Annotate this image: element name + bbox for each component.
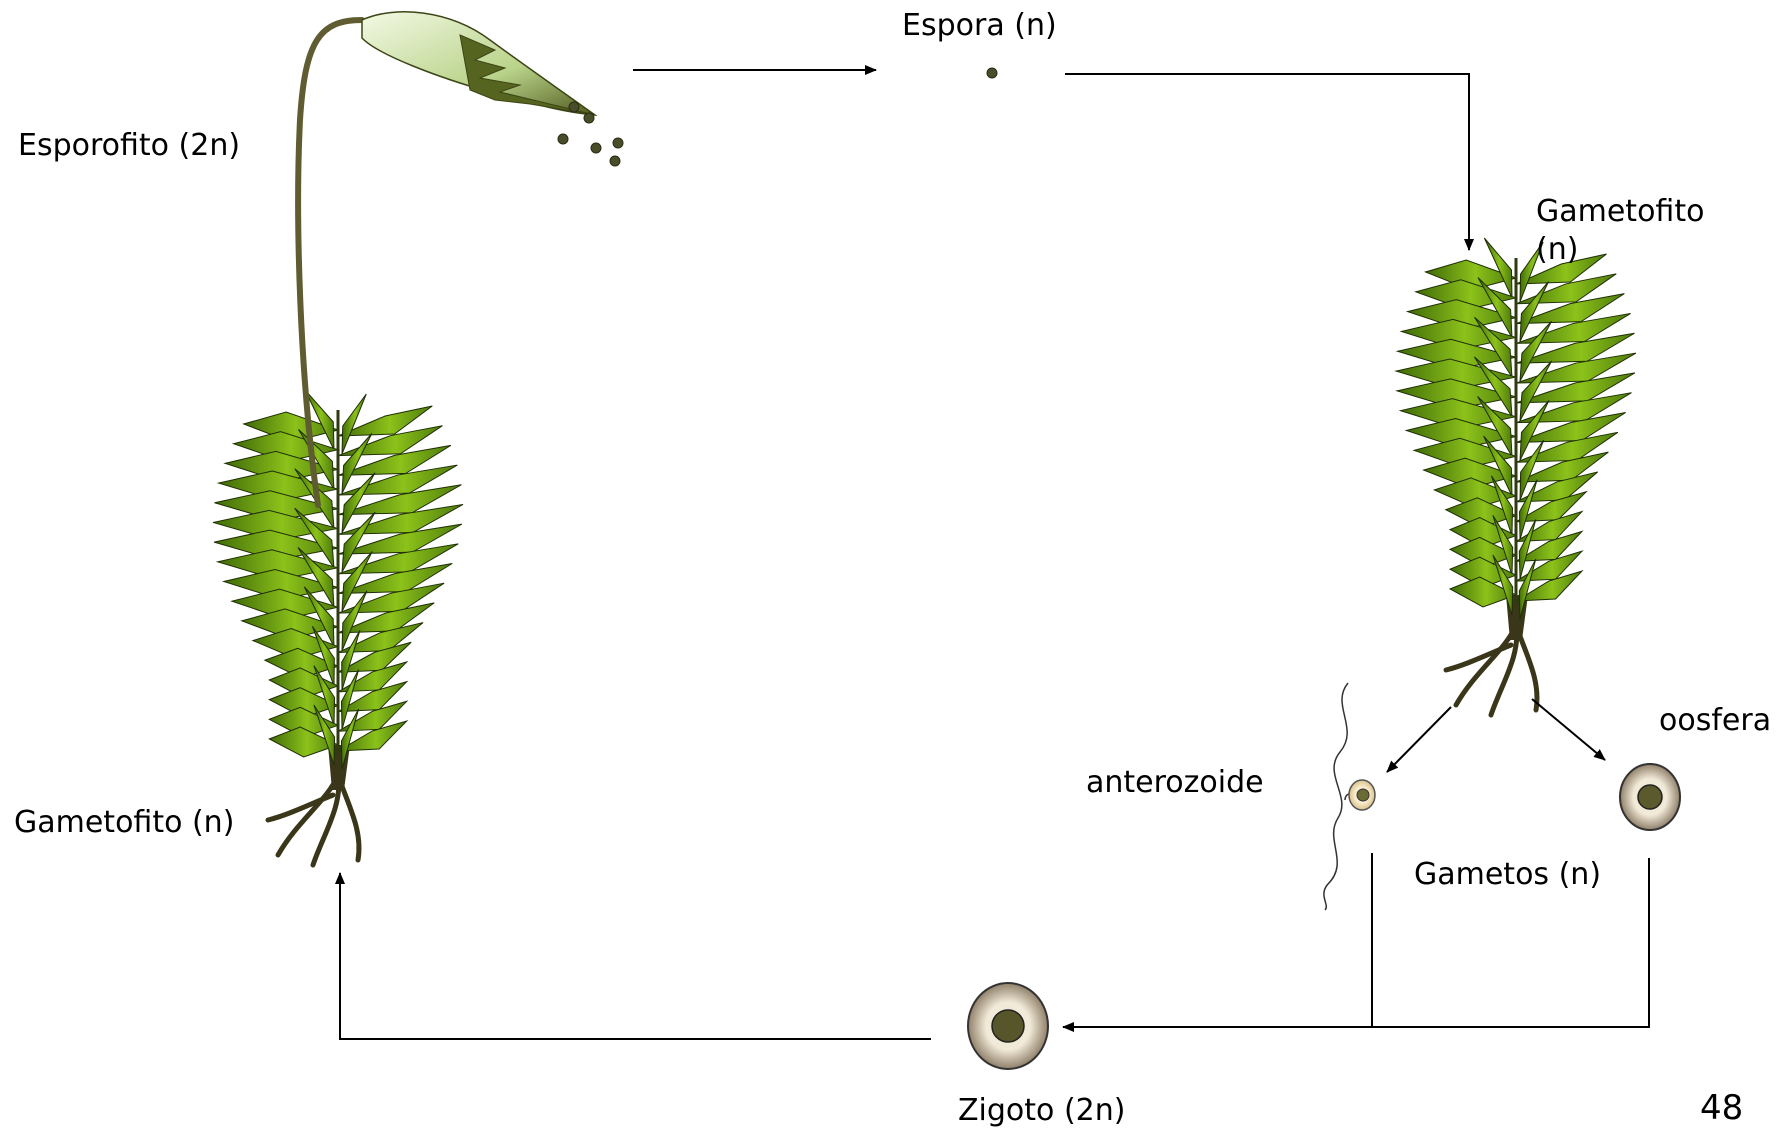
label-gametofito-left: Gametofito (n) xyxy=(14,805,234,841)
rhizoid xyxy=(1446,645,1511,670)
label-zigoto: Zigoto (2n) xyxy=(958,1093,1125,1129)
arrow-zygote-to-gametophyte xyxy=(340,873,931,1039)
rhizoid xyxy=(268,795,333,820)
label-oosfera: oosfera xyxy=(1659,703,1771,739)
sperm-flagellum xyxy=(1324,683,1348,910)
arrow-to-oosfera xyxy=(1532,699,1605,760)
label-esporofito: Esporofito (2n) xyxy=(18,128,240,164)
anterozoide-illustration xyxy=(1324,683,1375,910)
spore-dot xyxy=(987,68,997,78)
label-espora: Espora (n) xyxy=(902,8,1057,44)
page-number: 48 xyxy=(1700,1090,1743,1126)
arrow-spore-to-gametophyte xyxy=(1065,74,1469,250)
gametophyte-right-illustration xyxy=(1396,238,1636,715)
zygote-illustration xyxy=(968,983,1048,1069)
oosfera-illustration xyxy=(1620,764,1680,830)
arrow-to-anterozoide xyxy=(1387,707,1451,772)
label-gametofito-right-line1: Gametofito xyxy=(1536,194,1704,230)
label-anterozoide: anterozoide xyxy=(1086,765,1264,801)
cycle-arrows xyxy=(340,70,1649,1039)
gametophyte-left-illustration xyxy=(213,390,463,865)
label-gametos: Gametos (n) xyxy=(1414,857,1601,893)
label-gametofito-right-line2: (n) xyxy=(1536,232,1578,268)
